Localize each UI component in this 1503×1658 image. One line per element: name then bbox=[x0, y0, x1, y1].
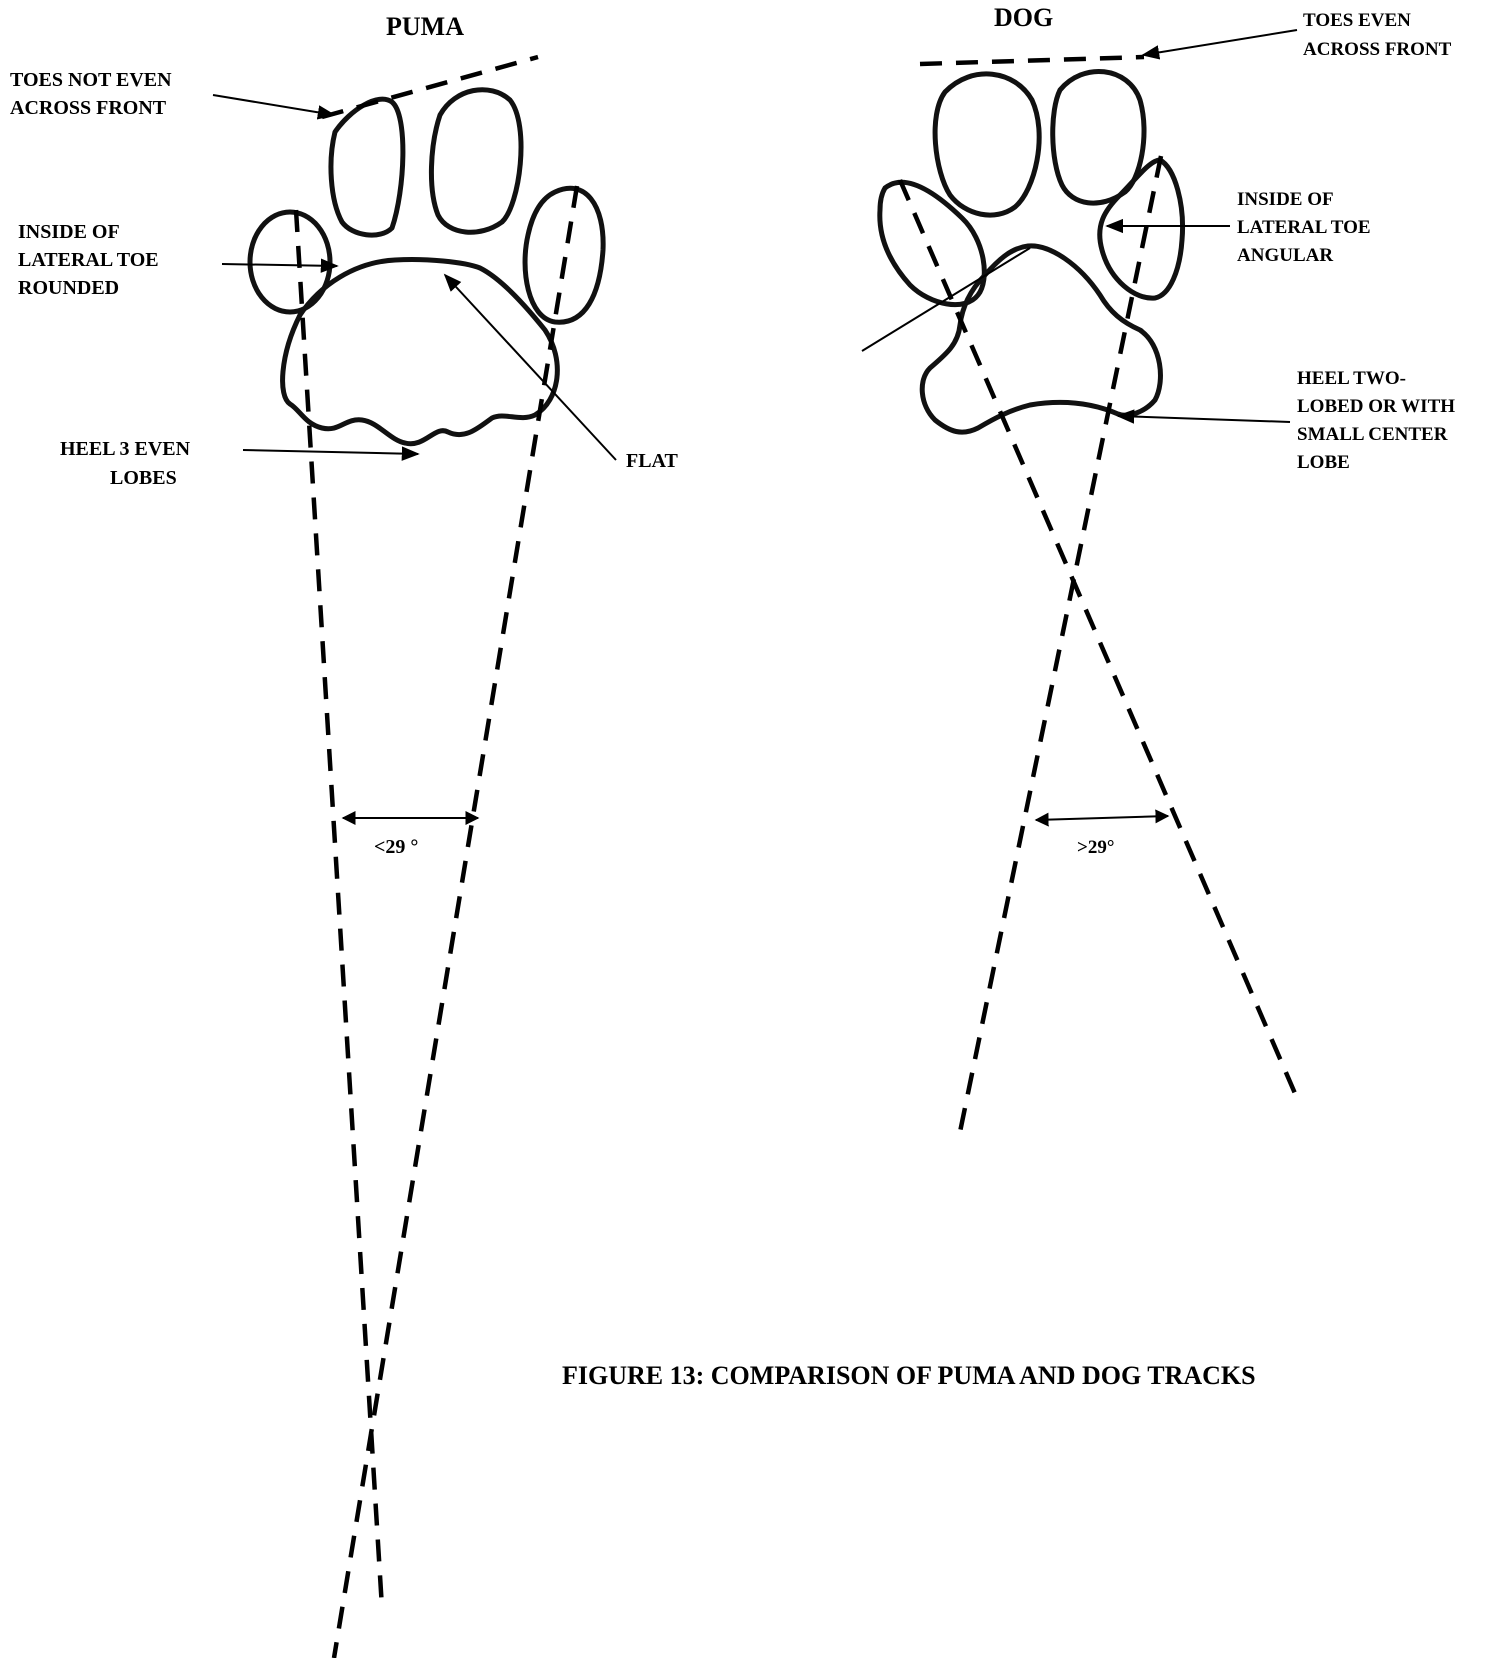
puma-toe-lateral-right bbox=[525, 188, 603, 322]
dog-heel-arrow bbox=[1118, 416, 1290, 422]
puma-dashed-line-right bbox=[334, 186, 577, 1658]
dog-angle-dimension-arrow bbox=[1036, 816, 1168, 820]
puma-toes-arrow bbox=[213, 95, 334, 115]
figure-caption: FIGURE 13: COMPARISON OF PUMA AND DOG TR… bbox=[562, 1361, 1256, 1390]
puma-track: PUMA TOES NOT EVEN ACROSS FRONT INSIDE O… bbox=[10, 12, 679, 1658]
puma-toe-inner-left bbox=[331, 99, 403, 235]
puma-inside-toe-arrow bbox=[222, 264, 337, 266]
puma-toes-dashed-line bbox=[322, 57, 538, 117]
dog-title: DOG bbox=[994, 3, 1053, 32]
dog-toe-lateral-right bbox=[1100, 160, 1183, 298]
puma-toe-inner-right bbox=[431, 90, 521, 233]
puma-angle-label: <29 ° bbox=[374, 836, 418, 858]
puma-heel-label: HEEL 3 EVEN LOBES bbox=[60, 438, 195, 489]
dog-toes-label: TOES EVEN ACROSS FRONT bbox=[1303, 10, 1452, 60]
puma-toes-label: TOES NOT EVEN ACROSS FRONT bbox=[10, 69, 177, 119]
dog-toes-arrow bbox=[1143, 30, 1297, 55]
dog-toe-inner-left bbox=[935, 74, 1039, 215]
puma-inside-toe-label: INSIDE OF LATERAL TOE ROUNDED bbox=[18, 221, 164, 299]
dog-heel-label: HEEL TWO- LOBED OR WITH SMALL CENTER LOB… bbox=[1297, 368, 1460, 473]
dog-dashed-line-right bbox=[960, 156, 1161, 1132]
dog-track: DOG TOES EVEN ACROSS FRONT INSIDE OF LAT… bbox=[862, 3, 1460, 1132]
puma-heel-arrow bbox=[243, 450, 418, 454]
dog-dashed-line-left bbox=[900, 180, 1297, 1098]
puma-flat-label: FLAT bbox=[626, 450, 679, 472]
dog-angle-label: >29° bbox=[1077, 837, 1114, 858]
dog-pointer-line bbox=[862, 248, 1030, 351]
puma-title: PUMA bbox=[386, 12, 464, 41]
dog-inside-toe-label: INSIDE OF LATERAL TOE ANGULAR bbox=[1237, 189, 1375, 266]
dog-toes-dashed-line bbox=[920, 57, 1144, 64]
